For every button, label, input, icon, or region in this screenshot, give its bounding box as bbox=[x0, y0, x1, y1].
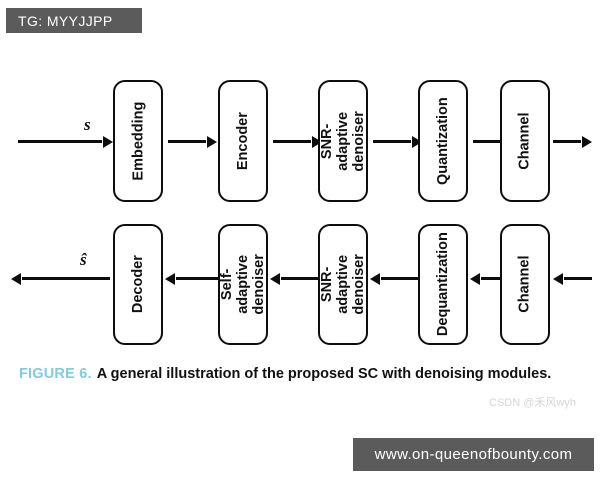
block-dequantization: Dequantization bbox=[418, 224, 468, 345]
arrow-input-to-embedding bbox=[18, 140, 102, 143]
figure-caption-text: A general illustration of the proposed S… bbox=[96, 366, 552, 382]
block-self-adaptive-denoiser: Self-adaptive denoiser bbox=[218, 224, 268, 345]
block-snr-adaptive-denoiser-rx: SNR-adaptive denoiser bbox=[318, 224, 368, 345]
block-decoder-label: Decoder bbox=[129, 255, 146, 314]
output-signal-label: ŝ bbox=[80, 250, 87, 269]
block-embedding-label: Embedding bbox=[129, 101, 146, 181]
block-quantization-label: Quantization bbox=[434, 97, 451, 185]
block-channel-rx-label: Channel bbox=[516, 255, 533, 314]
arrow-encoder-to-snr-denoiser bbox=[273, 140, 311, 143]
arrow-channel-rx-input bbox=[564, 277, 592, 280]
figure-number: FIGURE 6. bbox=[19, 366, 92, 382]
arrow-channel-tx-output bbox=[553, 140, 581, 143]
block-encoder-label: Encoder bbox=[234, 111, 251, 170]
block-channel-tx: Channel bbox=[500, 80, 550, 202]
block-decoder: Decoder bbox=[113, 224, 163, 345]
block-channel-tx-label: Channel bbox=[516, 112, 533, 170]
arrow-quantization-to-channel bbox=[473, 140, 511, 143]
block-snr-adaptive-denoiser-tx: SNR-adaptive denoiser bbox=[318, 80, 368, 202]
arrow-snr-denoiser-to-quantization bbox=[373, 140, 411, 143]
arrow-snr-denoiser-to-self-denoiser bbox=[281, 277, 323, 280]
arrow-decoder-to-output bbox=[22, 277, 110, 280]
arrow-embedding-to-encoder bbox=[168, 140, 206, 143]
block-encoder: Encoder bbox=[218, 80, 268, 202]
arrow-self-denoiser-to-decoder bbox=[176, 277, 218, 280]
block-channel-rx: Channel bbox=[500, 224, 550, 345]
csdn-watermark: CSDN @禾风wyh bbox=[489, 397, 576, 409]
block-snr-adaptive-denoiser-tx-label: SNR-adaptive denoiser bbox=[318, 110, 368, 172]
block-snr-adaptive-denoiser-rx-label: SNR-adaptive denoiser bbox=[318, 254, 368, 315]
block-quantization: Quantization bbox=[418, 80, 468, 202]
block-embedding: Embedding bbox=[113, 80, 163, 202]
block-dequantization-label: Dequantization bbox=[434, 232, 451, 337]
figure-caption: FIGURE 6.A general illustration of the p… bbox=[19, 366, 584, 382]
block-self-adaptive-denoiser-label: Self-adaptive denoiser bbox=[218, 254, 268, 315]
arrow-dequantization-to-snr-denoiser bbox=[381, 277, 423, 280]
website-url-badge: www.on-queenofbounty.com bbox=[353, 438, 594, 471]
telegram-handle-badge: TG: MYYJJPP bbox=[6, 8, 142, 33]
input-signal-label: s bbox=[84, 115, 91, 134]
